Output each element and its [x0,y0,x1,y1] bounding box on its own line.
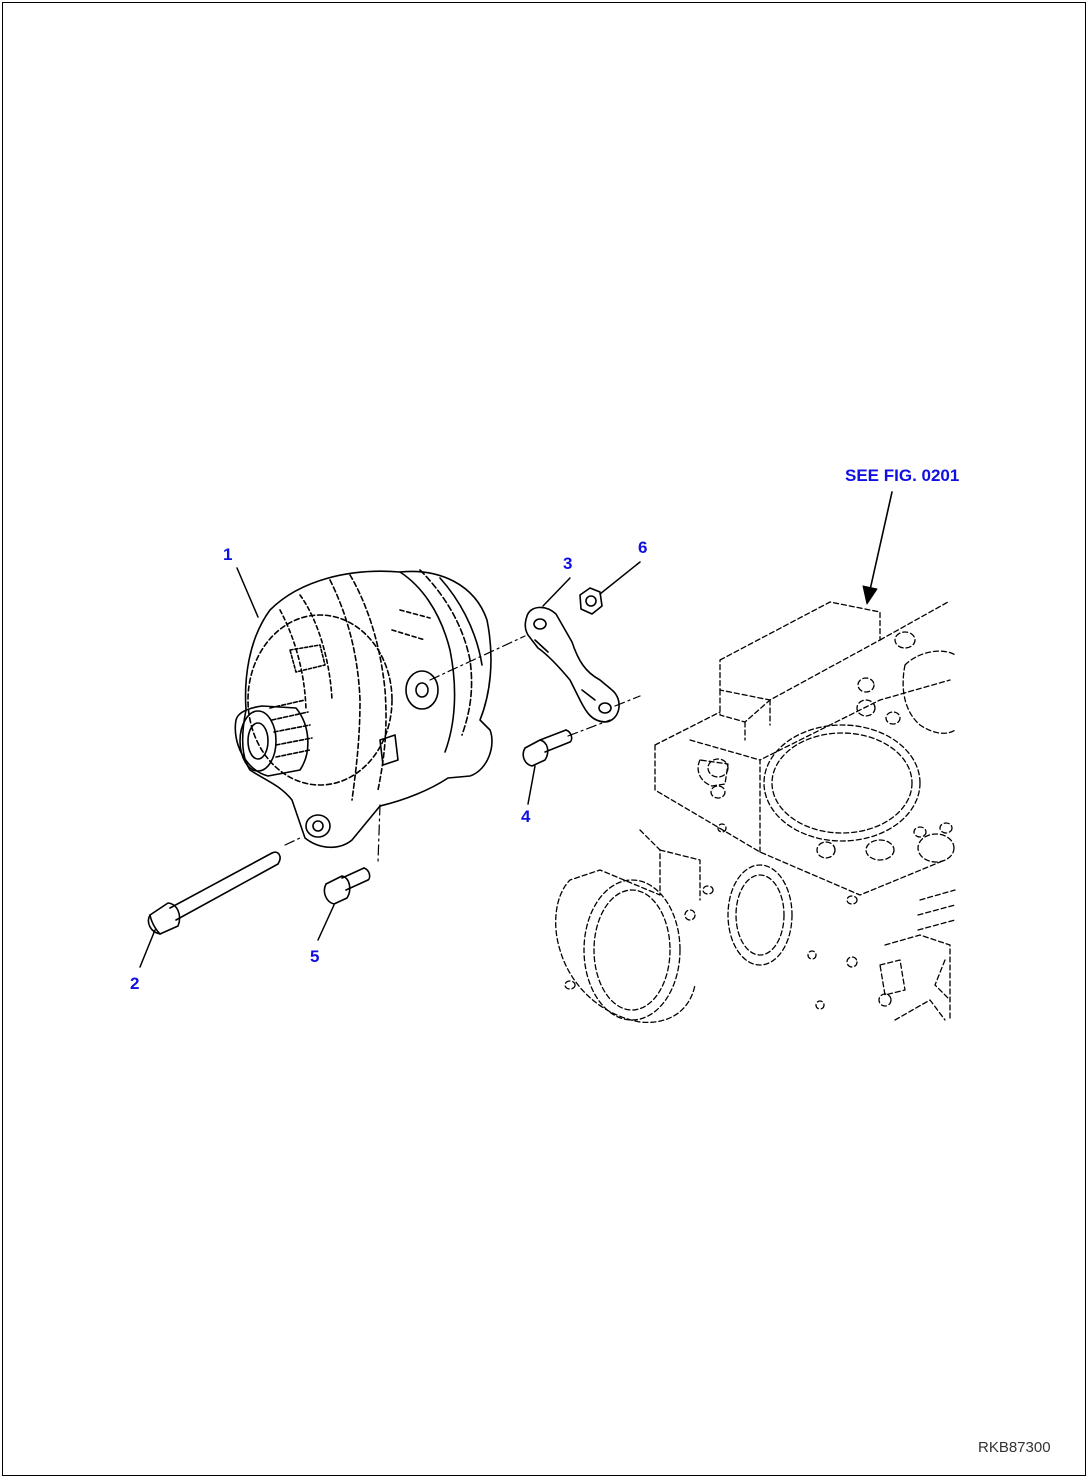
leader-lines [139,561,641,968]
nut-part [579,587,603,615]
bolt-4-part [522,729,573,767]
callout-5[interactable]: 5 [310,947,320,966]
bolt-5-part [323,867,371,905]
alternator-part [234,569,493,849]
reference-arrow [862,491,893,605]
engine-block-outline [555,601,956,1023]
assembly-center-lines [284,635,641,863]
callout-3[interactable]: 3 [563,554,573,573]
long-bolt-part [147,851,281,935]
callout-1[interactable]: 1 [223,545,233,564]
see-fig-reference-link[interactable]: SEE FIG. 0201 [845,466,960,485]
callout-4[interactable]: 4 [521,807,531,826]
bracket-part [524,606,620,723]
drawing-number: RKB87300 [978,1439,1051,1456]
callout-2[interactable]: 2 [130,974,140,993]
callout-6[interactable]: 6 [638,538,648,557]
